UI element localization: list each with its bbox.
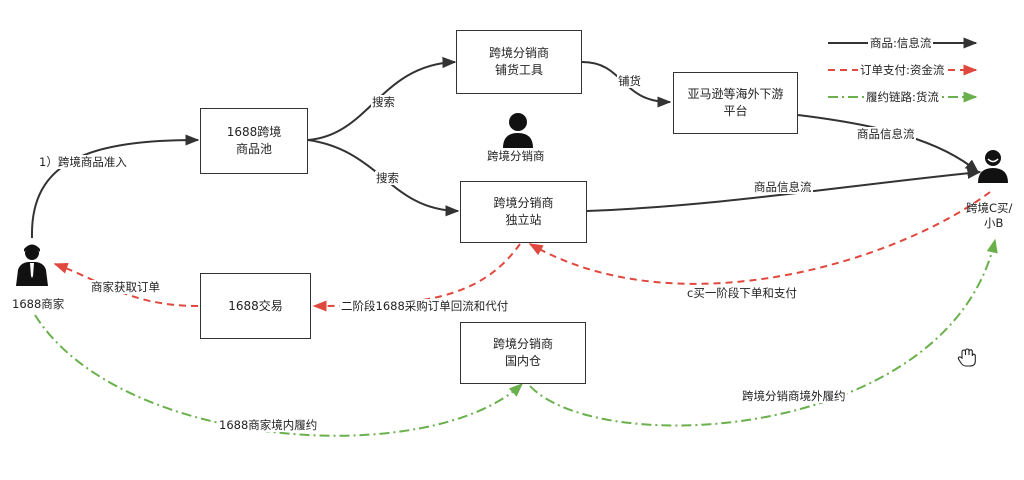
edge-label-info-site: 商品信息流: [753, 180, 813, 194]
edge-merchant-order: [53, 262, 199, 307]
edge-stage-two-purchase: [312, 243, 521, 312]
edge-info-platform: [797, 114, 980, 173]
edge-c-buyer-payment: [528, 191, 991, 285]
node-independent-site-line2: 独立站: [505, 213, 542, 227]
consumer-label-line1: 跨境C买/: [966, 201, 1013, 215]
edge-info-site: [586, 167, 982, 212]
consumer-person-icon: [978, 150, 1008, 183]
node-listing-tool-line1: 跨境分销商: [488, 46, 549, 60]
merchant-label: 1688商家: [12, 297, 65, 311]
node-independent-site-line1: 跨境分销商: [493, 196, 554, 210]
node-product-pool-line2: 商品池: [235, 142, 272, 156]
edge-label-stage-two-purchase: 二阶段1688采购订单回流和代付: [340, 299, 510, 313]
node-product-pool-line1: 1688跨境: [226, 125, 282, 139]
edge-domestic-fulfillment: [34, 314, 524, 437]
node-product-pool[interactable]: 1688跨境 商品池: [200, 108, 308, 174]
node-domestic-warehouse[interactable]: 跨境分销商 国内仓: [460, 322, 586, 384]
node-overseas-platform-line1: 亚马逊等海外下游: [687, 87, 784, 101]
node-trade-1688-line1: 1688交易: [228, 298, 283, 313]
edge-label-c-buyer-payment: c买一阶段下单和支付: [686, 286, 798, 300]
legend-info-label: 商品:信息流: [868, 36, 934, 50]
distributor-label: 跨境分销商: [487, 149, 545, 163]
edge-label-domestic-fulfillment: 1688商家境内履约: [218, 418, 319, 432]
merchant-person-icon: [16, 244, 48, 286]
edge-overseas-fulfillment: [529, 238, 998, 427]
node-listing-tool[interactable]: 跨境分销商 铺货工具: [456, 30, 582, 94]
hand-cursor-icon: [957, 348, 976, 367]
node-overseas-platform[interactable]: 亚马逊等海外下游 平台: [673, 72, 798, 134]
node-domestic-warehouse-line1: 跨境分销商: [492, 337, 553, 351]
legend-goods-label: 履约链路:货流: [864, 90, 941, 104]
edge-label-overseas-fulfillment: 跨境分销商境外履约: [741, 389, 847, 403]
node-listing-tool-line2: 铺货工具: [494, 63, 543, 77]
edge-label-admission: 1）跨境商品准入: [38, 155, 128, 169]
distributor-person-icon: [503, 113, 533, 148]
edge-label-search-top: 搜索: [371, 95, 396, 109]
consumer-label-line2: 小B: [984, 216, 1004, 230]
legend-money-label: 订单支付:资金流: [858, 63, 947, 77]
edge-label-listing: 铺货: [617, 74, 642, 88]
node-domestic-warehouse-line2: 国内仓: [504, 354, 541, 368]
edge-label-info-platform: 商品信息流: [856, 127, 916, 141]
node-overseas-platform-line2: 平台: [723, 104, 748, 118]
edge-label-search-bottom: 搜索: [375, 171, 400, 185]
node-independent-site[interactable]: 跨境分销商 独立站: [460, 181, 587, 243]
node-trade-1688[interactable]: 1688交易: [200, 273, 311, 339]
edge-label-merchant-order: 商家获取订单: [90, 280, 161, 294]
